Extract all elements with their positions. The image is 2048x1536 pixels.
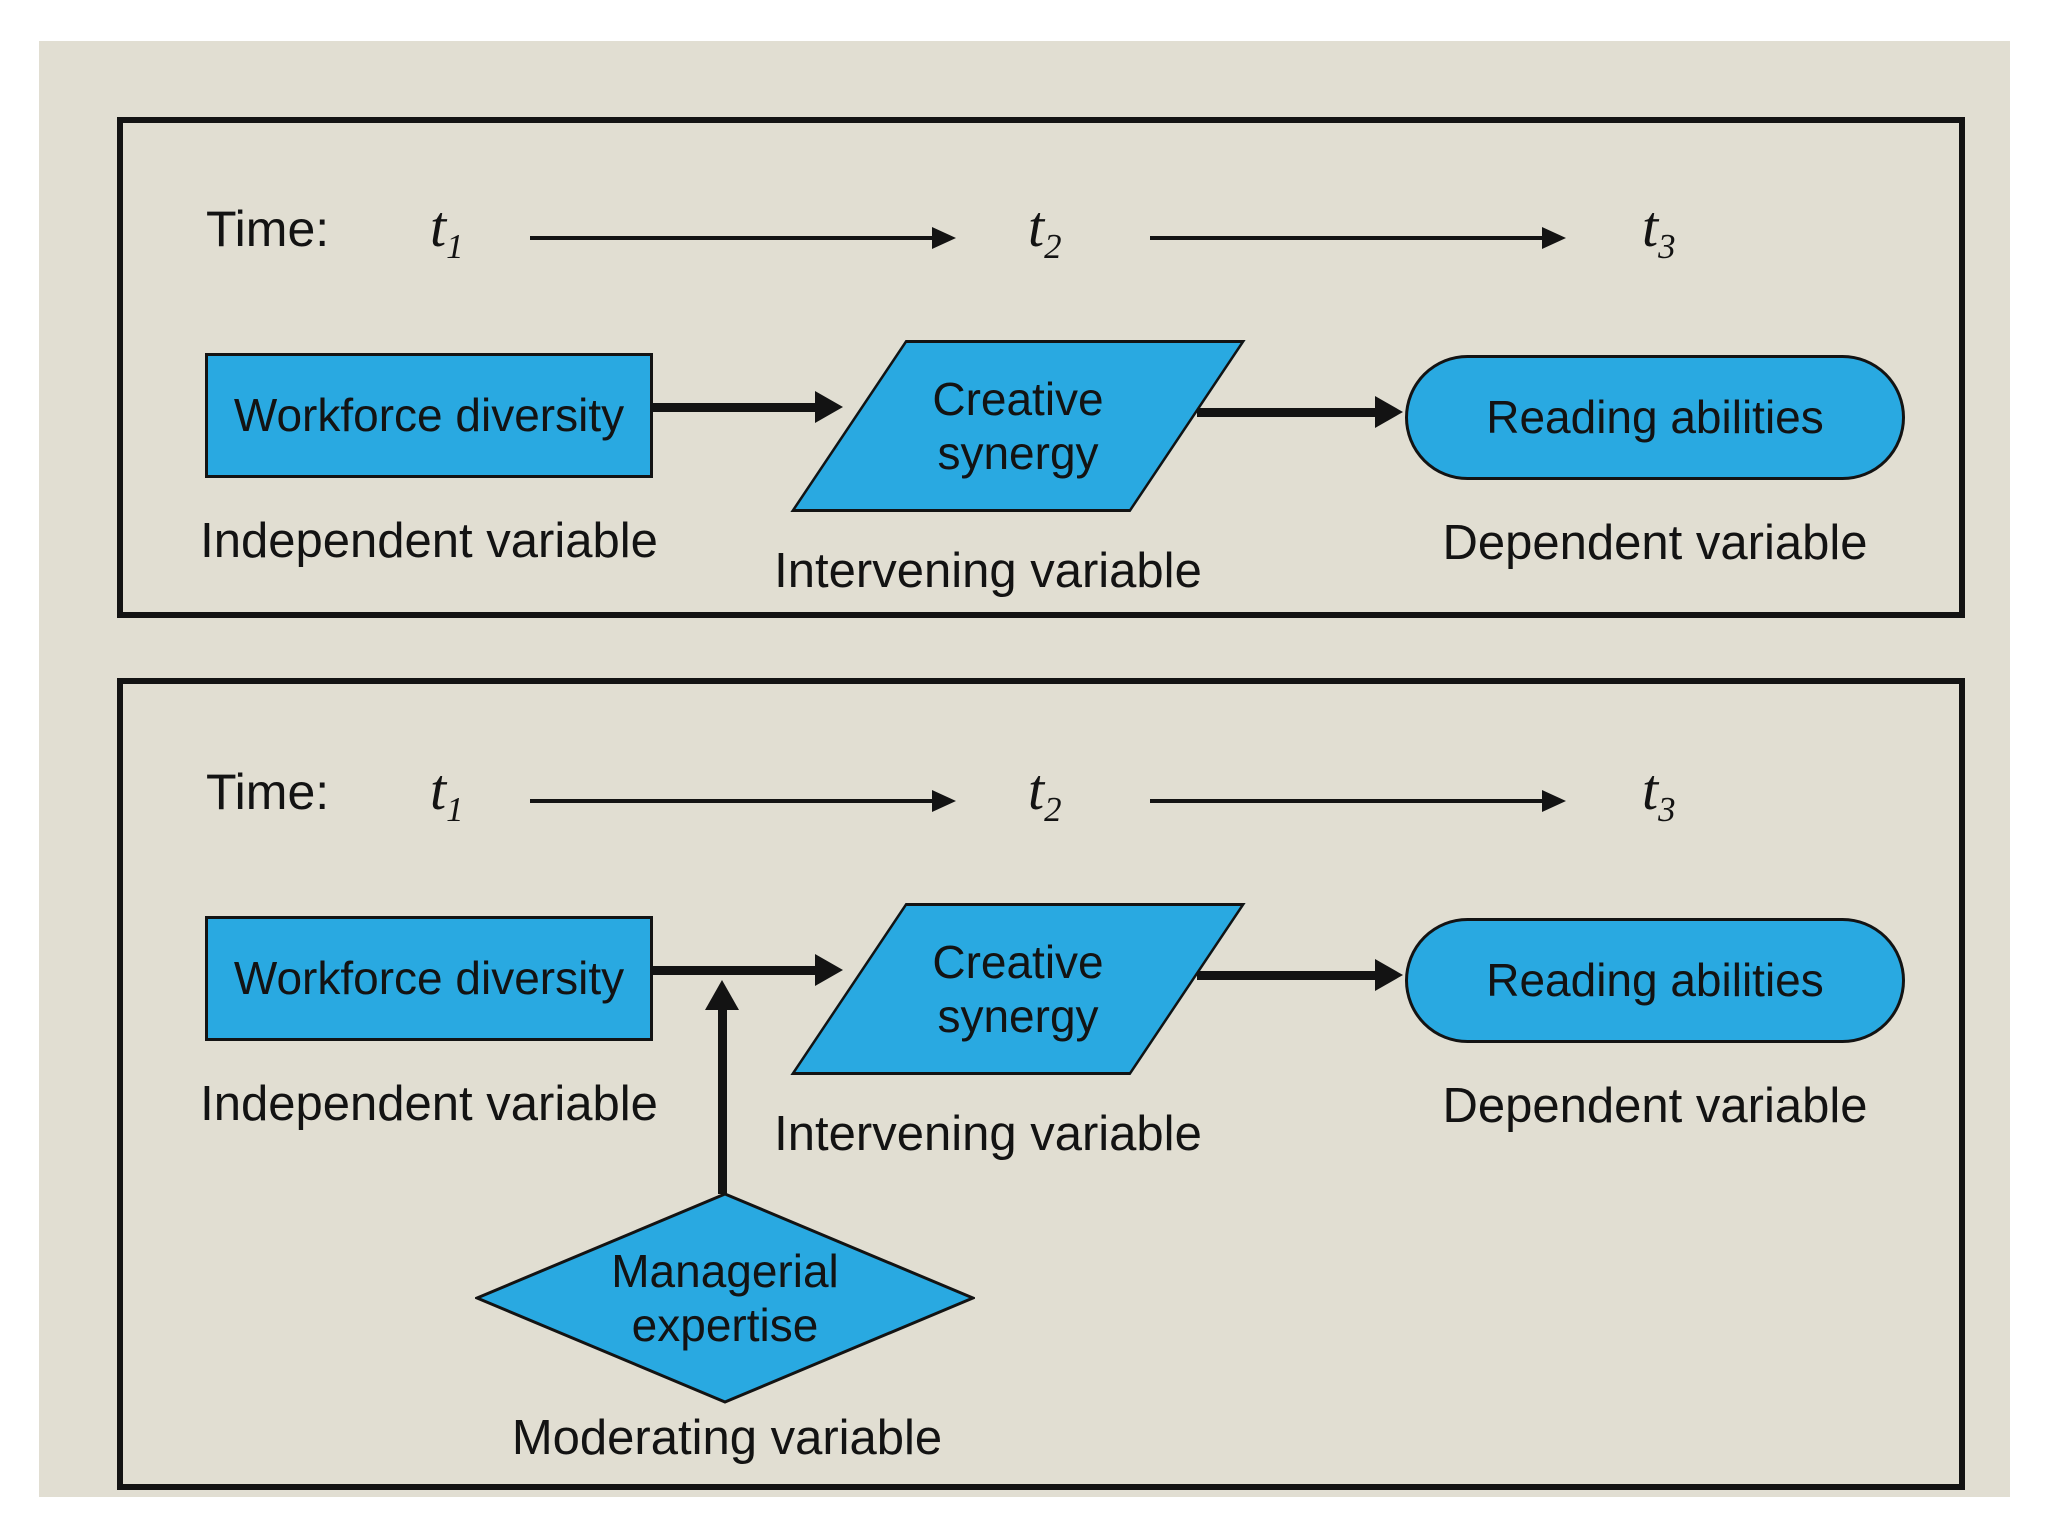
timepoint-t2: t2 (1028, 757, 1062, 830)
time-arrow-t2-t3-head (1542, 227, 1566, 249)
moderator-arrow-head (705, 980, 739, 1010)
independent-label: Workforce diversity (233, 952, 625, 1005)
time-arrow-t1-t2-shaft (530, 236, 934, 240)
node-independent: Workforce diversity (205, 916, 653, 1041)
category-intervening-variable: Intervening variable (774, 1107, 1202, 1161)
arrow-intervening-to-dependent-head (1375, 959, 1403, 991)
independent-label: Workforce diversity (233, 389, 625, 442)
time-arrow-t1-t2-head (932, 227, 956, 249)
panel-top (117, 117, 1965, 618)
node-independent: Workforce diversity (205, 353, 653, 478)
arrow-independent-to-intervening-head (815, 391, 843, 423)
panel-bottom (117, 678, 1965, 1490)
timepoint-t1: t1 (430, 757, 464, 830)
time-arrow-t1-t2-head (932, 790, 956, 812)
diagram-canvas (39, 41, 2010, 1497)
dependent-label: Reading abilities (1486, 954, 1824, 1007)
category-dependent-variable: Dependent variable (1442, 516, 1868, 570)
arrow-intervening-to-dependent-shaft (1197, 408, 1375, 417)
intervening-label: Creative synergy (932, 372, 1104, 479)
time-label: Time: (206, 764, 330, 820)
time-arrow-t2-t3-shaft (1150, 799, 1544, 803)
moderating-label: Managerial expertise (611, 1244, 839, 1351)
diamond-shape (473, 1192, 977, 1404)
category-independent-variable: Independent variable (200, 1077, 658, 1131)
time-arrow-t1-t2-shaft (530, 799, 934, 803)
node-dependent: Reading abilities (1405, 355, 1905, 480)
dependent-label: Reading abilities (1486, 391, 1824, 444)
category-intervening-variable: Intervening variable (774, 544, 1202, 598)
category-dependent-variable: Dependent variable (1442, 1079, 1868, 1133)
timepoint-t3: t3 (1642, 194, 1676, 267)
node-moderating (473, 1192, 977, 1404)
time-arrow-t2-t3-head (1542, 790, 1566, 812)
intervening-label: Creative synergy (932, 935, 1104, 1042)
time-arrow-t2-t3-shaft (1150, 236, 1544, 240)
category-moderating-variable: Moderating variable (511, 1411, 943, 1465)
timepoint-t2: t2 (1028, 194, 1062, 267)
category-independent-variable: Independent variable (200, 514, 658, 568)
moderator-arrow-shaft (718, 1008, 727, 1194)
arrow-independent-to-intervening-shaft (653, 966, 815, 975)
node-dependent: Reading abilities (1405, 918, 1905, 1043)
time-label: Time: (206, 201, 330, 257)
timepoint-t1: t1 (430, 194, 464, 267)
arrow-independent-to-intervening-head (815, 954, 843, 986)
arrow-independent-to-intervening-shaft (653, 403, 815, 412)
arrow-intervening-to-dependent-head (1375, 396, 1403, 428)
arrow-intervening-to-dependent-shaft (1197, 971, 1375, 980)
timepoint-t3: t3 (1642, 757, 1676, 830)
